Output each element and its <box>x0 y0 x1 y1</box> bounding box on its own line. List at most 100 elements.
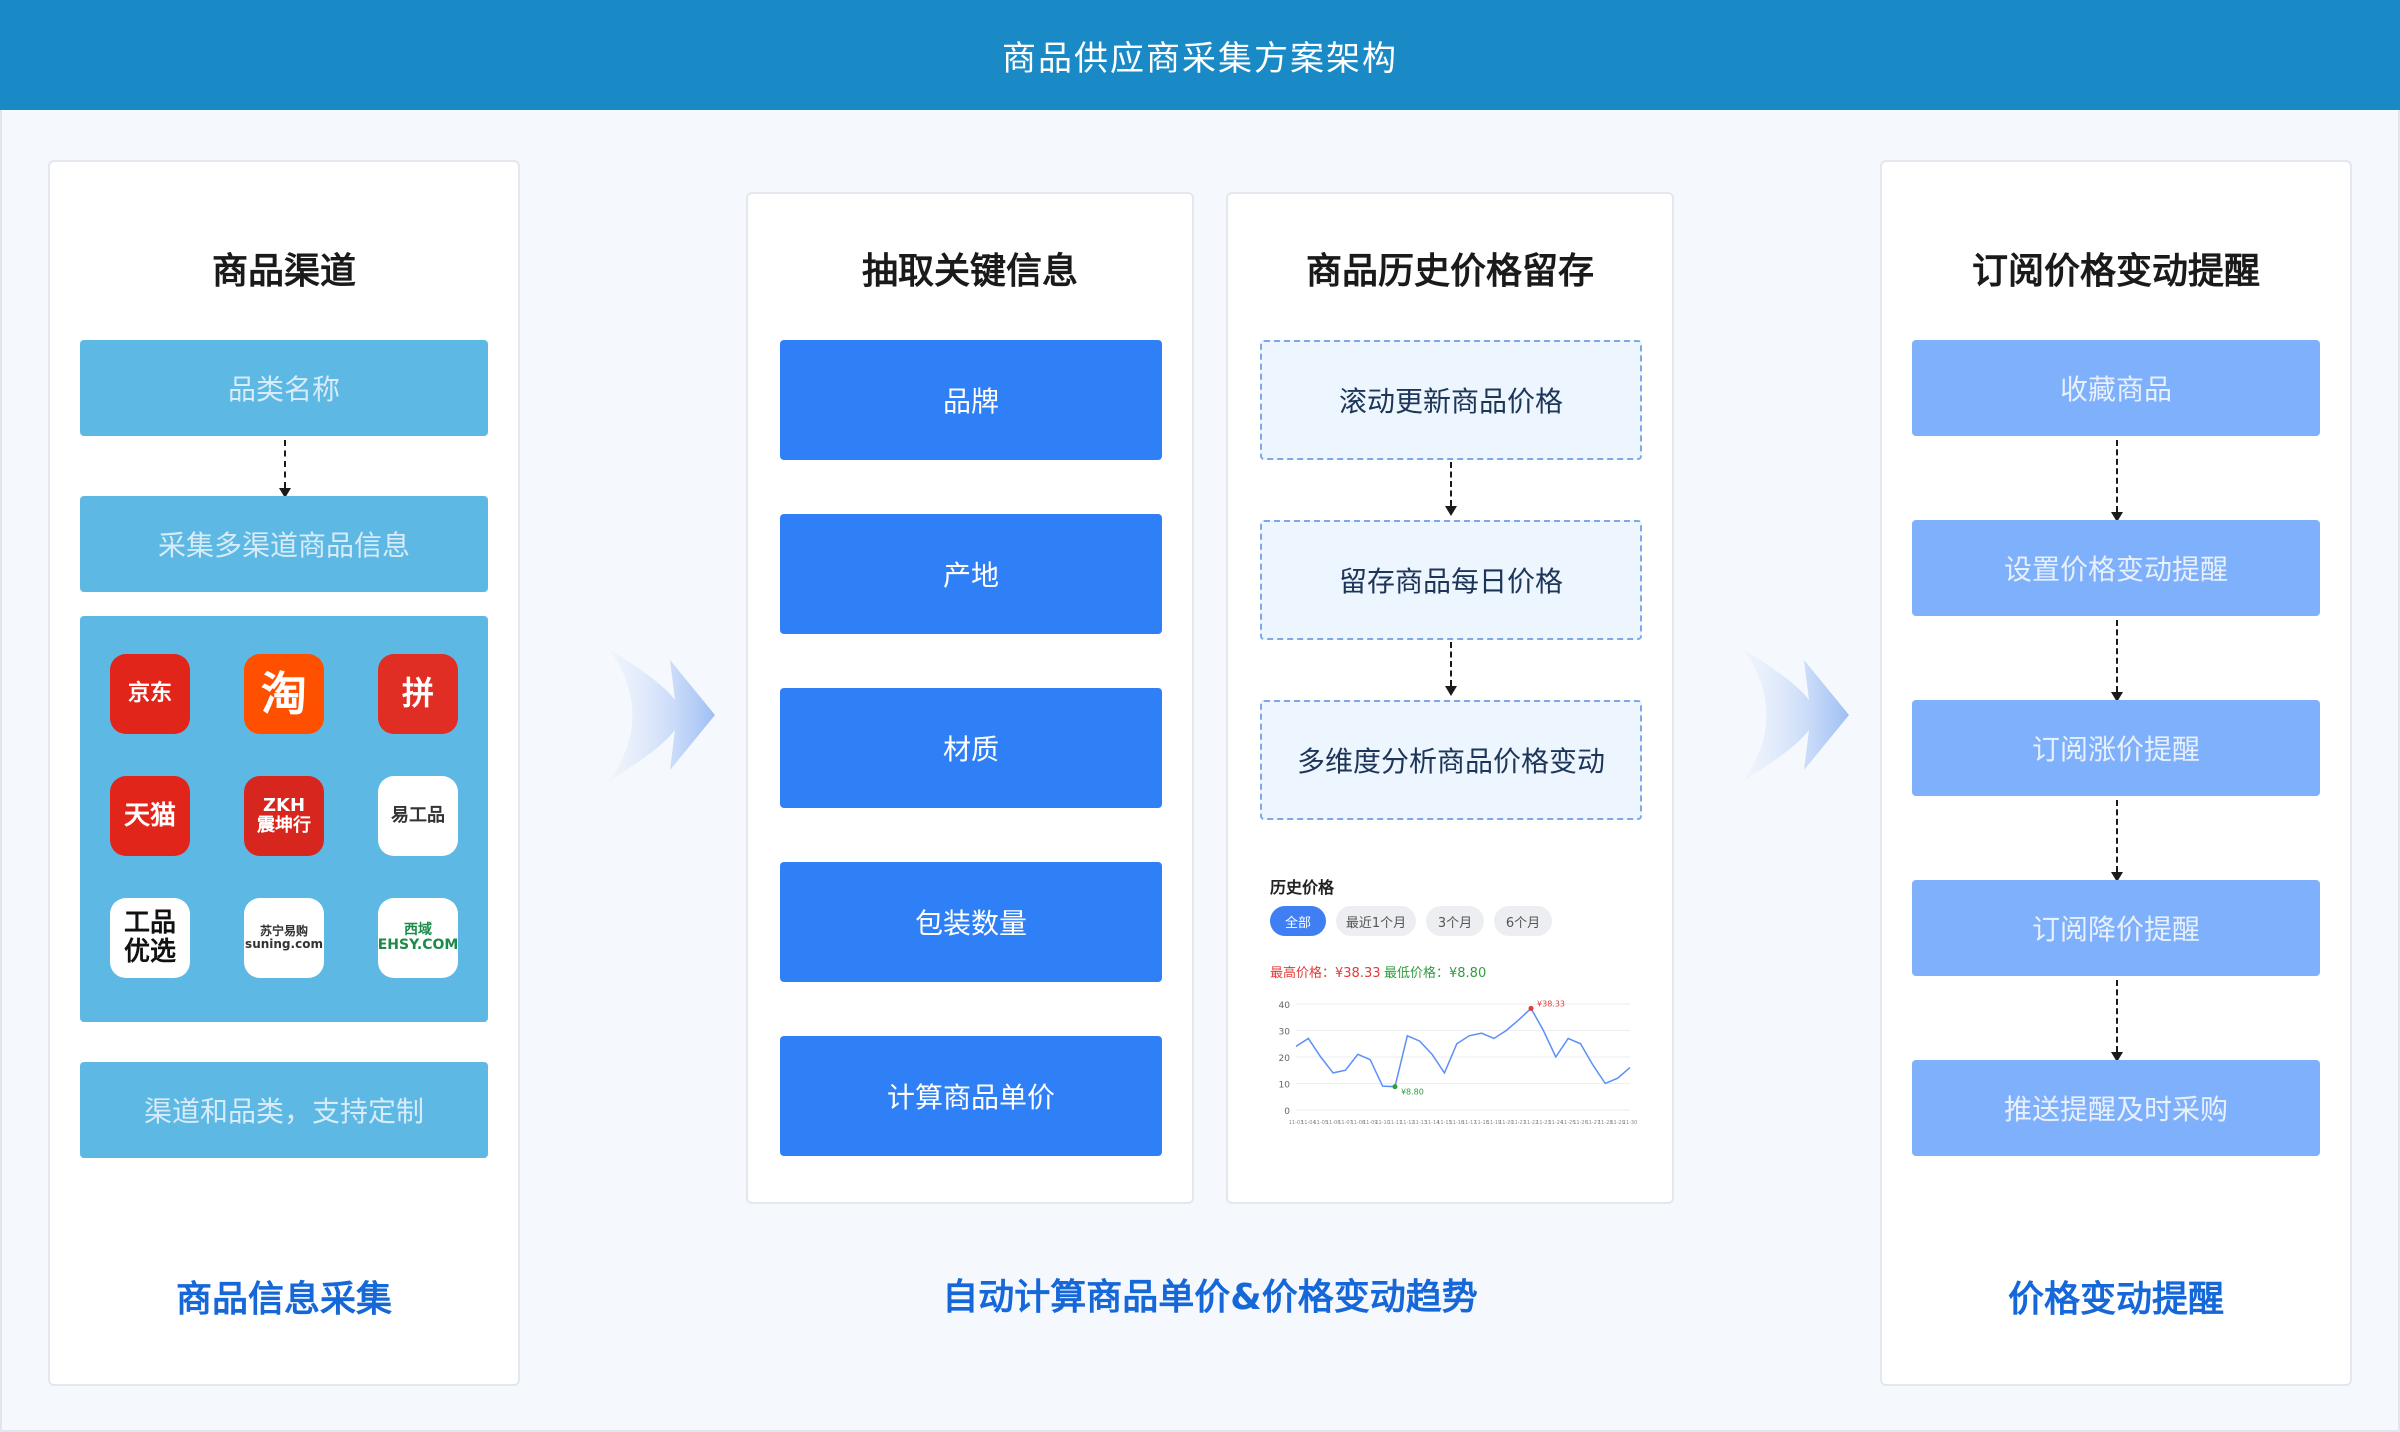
box-price-drop: 订阅降价提醒 <box>1912 880 2320 976</box>
box-favorite: 收藏商品 <box>1912 340 2320 436</box>
jd-logo: 京东 <box>110 654 190 734</box>
panel-price-history: 商品历史价格留存 滚动更新商品价格 留存商品每日价格 多维度分析商品价格变动 历… <box>1226 192 1674 1204</box>
box-brand: 品牌 <box>780 340 1162 460</box>
y-tick-label: 30 <box>1279 1028 1291 1038</box>
max-price-point <box>1528 1005 1534 1011</box>
x-tick-label: 11-15 <box>1437 1120 1452 1126</box>
x-tick-label: 11-24 <box>1549 1120 1564 1126</box>
x-tick-label: 11-26 <box>1573 1120 1588 1126</box>
connector-3b-arrow <box>1445 686 1457 696</box>
x-tick-label: 11-30 <box>1623 1120 1638 1126</box>
footer-auto-calc: 自动计算商品单价&价格变动趋势 <box>942 1277 1478 1318</box>
min-price-point <box>1392 1084 1398 1090</box>
x-tick-label: 11-18 <box>1474 1120 1489 1126</box>
x-tick-label: 11-06 <box>1326 1120 1341 1126</box>
connector-3a <box>1450 462 1452 506</box>
price-series-line <box>1295 1007 1631 1088</box>
connector-4c-arrow <box>2111 872 2123 882</box>
x-tick-label: 11-22 <box>1524 1120 1539 1126</box>
connector-4b <box>2116 620 2118 692</box>
page-title: 商品供应商采集方案架构 <box>1002 38 1398 79</box>
chart-title: 历史价格 <box>1270 878 1335 897</box>
connector-1 <box>284 440 286 488</box>
panel-title-extract: 抽取关键信息 <box>861 251 1078 292</box>
box-price-rise: 订阅涨价提醒 <box>1912 700 2320 796</box>
taobao-logo: 淘 <box>244 654 324 734</box>
header-bar: 商品供应商采集方案架构 <box>0 0 2400 110</box>
x-tick-label: 11-23 <box>1536 1120 1551 1126</box>
box-collect-multichannel: 采集多渠道商品信息 <box>80 496 488 592</box>
footer-info-collection: 商品信息采集 <box>175 1279 392 1320</box>
price-history-chart: 01020304011-0311-0411-0511-0611-0711-081… <box>1279 999 1638 1126</box>
box-rolling-update: 滚动更新商品价格 <box>1260 340 1642 460</box>
x-tick-label: 11-19 <box>1487 1120 1502 1126</box>
tmall-logo: 天猫 <box>110 776 190 856</box>
box-unit-price: 计算商品单价 <box>780 1036 1162 1156</box>
x-tick-label: 11-09 <box>1363 1120 1378 1126</box>
x-tick-label: 11-27 <box>1586 1120 1601 1126</box>
x-tick-label: 11-05 <box>1313 1120 1328 1126</box>
x-tick-label: 11-04 <box>1301 1120 1316 1126</box>
x-tick-label: 11-16 <box>1450 1120 1465 1126</box>
panel-subscribe: 订阅价格变动提醒 收藏商品 设置价格变动提醒 订阅涨价提醒 订阅降价提醒 推送提… <box>1880 160 2352 1386</box>
x-tick-label: 11-17 <box>1462 1120 1477 1126</box>
y-tick-label: 10 <box>1279 1081 1291 1091</box>
y-tick-label: 20 <box>1279 1054 1291 1064</box>
x-tick-label: 11-03 <box>1289 1120 1304 1126</box>
connector-1-arrow <box>279 488 291 498</box>
panel-channels: 商品渠道 品类名称 采集多渠道商品信息 京东淘拼天猫 ZKH 震坤行易工品工品 优… <box>48 160 520 1386</box>
x-tick-label: 11-28 <box>1598 1120 1613 1126</box>
pinduoduo-logo: 拼 <box>378 654 458 734</box>
box-multi-analysis: 多维度分析商品价格变动 <box>1260 700 1642 820</box>
min-price-annotation: ¥8.80 <box>1401 1088 1424 1097</box>
suning-logo: 苏宁易购 suning.com <box>244 898 324 978</box>
box-origin: 产地 <box>780 514 1162 634</box>
panel-title-subscribe: 订阅价格变动提醒 <box>1971 251 2260 292</box>
y-tick-label: 0 <box>1284 1107 1290 1117</box>
connector-4b-arrow <box>2111 692 2123 702</box>
y-tick-label: 40 <box>1279 1001 1291 1011</box>
connector-4a <box>2116 440 2118 512</box>
chip-all[interactable]: 全部 <box>1270 906 1326 936</box>
x-tick-label: 11-11 <box>1388 1120 1403 1126</box>
chip-1month[interactable]: 最近1个月 <box>1336 906 1416 936</box>
x-tick-label: 11-29 <box>1610 1120 1625 1126</box>
ehsy-logo: 西域 EHSY.COM <box>378 898 458 978</box>
x-tick-label: 11-08 <box>1351 1120 1366 1126</box>
content-frame <box>0 110 2400 1432</box>
chip-6months[interactable]: 6个月 <box>1494 906 1552 936</box>
box-custom-channels: 渠道和品类，支持定制 <box>80 1062 488 1158</box>
yigongpin-logo: 易工品 <box>378 776 458 856</box>
chip-3months[interactable]: 3个月 <box>1426 906 1484 936</box>
max-price-annotation: ¥38.33 <box>1537 999 1565 1008</box>
footer-price-alert: 价格变动提醒 <box>2007 1279 2224 1320</box>
max-price-label: 最高价格：¥38.33 <box>1270 966 1381 981</box>
panel-extract: 抽取关键信息 品牌 产地 材质 包装数量 计算商品单价 <box>746 192 1194 1204</box>
box-set-alert: 设置价格变动提醒 <box>1912 520 2320 616</box>
logo-grid: 京东淘拼天猫 ZKH 震坤行易工品工品 优选苏宁易购 suning.com 西域 E… <box>80 616 488 1022</box>
connector-3a-arrow <box>1445 506 1457 516</box>
x-tick-label: 11-07 <box>1338 1120 1353 1126</box>
x-tick-label: 11-13 <box>1412 1120 1427 1126</box>
box-daily-price: 留存商品每日价格 <box>1260 520 1642 640</box>
jd-gongpin-logo: 工品 优选 <box>110 898 190 978</box>
panel-title-price-history: 商品历史价格留存 <box>1305 251 1594 292</box>
box-category-name: 品类名称 <box>80 340 488 436</box>
min-price-label: 最低价格：¥8.80 <box>1384 966 1487 981</box>
connector-4d-arrow <box>2111 1052 2123 1062</box>
box-material: 材质 <box>780 688 1162 808</box>
panel-title-channels: 商品渠道 <box>211 251 356 292</box>
x-tick-label: 11-14 <box>1425 1120 1440 1126</box>
x-tick-label: 11-21 <box>1511 1120 1526 1126</box>
box-package-qty: 包装数量 <box>780 862 1162 982</box>
x-tick-label: 11-20 <box>1499 1120 1514 1126</box>
x-tick-label: 11-10 <box>1375 1120 1390 1126</box>
zkh-logo: ZKH 震坤行 <box>244 776 324 856</box>
flow-arrow-1 <box>610 650 715 780</box>
box-push-alert: 推送提醒及时采购 <box>1912 1060 2320 1156</box>
connector-3b <box>1450 642 1452 686</box>
connector-4c <box>2116 800 2118 872</box>
connector-4a-arrow <box>2111 512 2123 522</box>
x-tick-label: 11-25 <box>1561 1120 1576 1126</box>
x-tick-label: 11-12 <box>1400 1120 1415 1126</box>
